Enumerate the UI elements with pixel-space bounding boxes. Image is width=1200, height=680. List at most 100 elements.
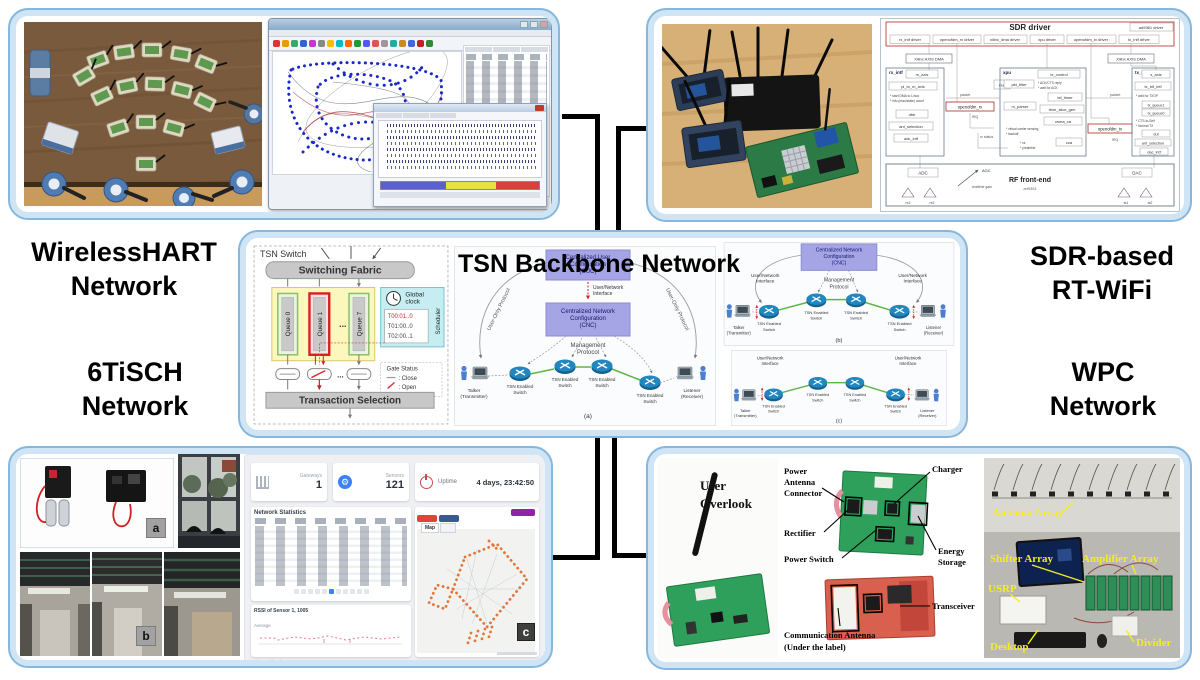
network-statistics-card: Network Statistics <box>251 507 411 601</box>
toolbar-icon[interactable] <box>273 40 280 47</box>
svg-text:(b): (b) <box>836 338 843 344</box>
svg-text:Storage: Storage <box>938 557 966 567</box>
svg-text:T00:01..0: T00:01..0 <box>388 314 414 320</box>
map-attribution <box>497 652 537 655</box>
menu-bar[interactable] <box>269 30 551 37</box>
map-action-pill[interactable] <box>511 509 535 516</box>
window-titlebar[interactable] <box>269 19 551 30</box>
toolbar-icon[interactable] <box>363 40 370 47</box>
toolbar-icon[interactable] <box>300 40 307 47</box>
svg-text:pkt_filter: pkt_filter <box>1011 82 1027 87</box>
svg-text:TSN Enabled: TSN Enabled <box>884 404 907 408</box>
close-icon[interactable] <box>535 105 544 111</box>
svg-text:TSN Enabled: TSN Enabled <box>589 377 616 382</box>
svg-text:dac_intf: dac_intf <box>1147 151 1161 155</box>
svg-text:IRQ: IRQ <box>1112 138 1119 142</box>
toolbar-icon[interactable] <box>345 40 352 47</box>
toolbar-icon[interactable] <box>309 40 316 47</box>
stats-pagination[interactable] <box>254 589 408 594</box>
svg-text:* backoff: * backoff <box>1006 132 1018 136</box>
svg-text:Shifter Array: Shifter Array <box>990 553 1054 565</box>
svg-text:(CUC): (CUC) <box>580 269 597 275</box>
svg-text:User/Network: User/Network <box>751 273 780 279</box>
svg-text:time_slice_gen: time_slice_gen <box>1049 107 1076 112</box>
svg-text:Protocol: Protocol <box>577 350 599 356</box>
svg-text:Antenna: Antenna <box>784 477 816 487</box>
panel-sdr-rtwifi: SDR driver ad9361 driver rx_intf driver … <box>646 8 1192 222</box>
svg-text:TSN Enabled: TSN Enabled <box>887 321 911 326</box>
svg-text:rx_parser: rx_parser <box>1012 104 1030 109</box>
svg-text:m_axis: m_axis <box>916 72 929 77</box>
svg-text:User/Network: User/Network <box>757 356 784 361</box>
svg-text:dut: dut <box>1153 133 1159 137</box>
svg-text:Configuration: Configuration <box>570 316 606 322</box>
toolbar-icon[interactable] <box>408 40 415 47</box>
6tisch-window-photo <box>178 454 240 548</box>
svg-text:ant_selection: ant_selection <box>899 124 923 129</box>
close-icon[interactable] <box>540 21 548 28</box>
maximize-icon[interactable] <box>530 21 538 28</box>
tsn-topology-c: User/Network Interface User/Network Inte… <box>731 350 947 426</box>
map-tab[interactable]: Map <box>421 523 439 533</box>
svg-text:(Receiver): (Receiver) <box>681 394 704 400</box>
map-card: Map c <box>415 507 539 657</box>
toolbar-icon[interactable] <box>372 40 379 47</box>
minimize-icon[interactable] <box>520 21 528 28</box>
connector-topright-v <box>616 126 621 232</box>
toolbar-icon[interactable] <box>336 40 343 47</box>
svg-text:User/Network: User/Network <box>898 273 927 279</box>
svg-text:: Close: : Close <box>398 376 417 382</box>
transceiver-board <box>824 575 936 641</box>
fpga-board <box>745 87 859 198</box>
toolbar-icon[interactable] <box>291 40 298 47</box>
svg-text:Charger: Charger <box>932 464 963 474</box>
svg-text:Transceiver: Transceiver <box>932 601 975 611</box>
toolbar-icon[interactable] <box>417 40 424 47</box>
svg-text:(a): (a) <box>584 413 592 420</box>
tsn-topology-a: User-Only Protocol User-Only Protocol Ce… <box>454 246 716 426</box>
svg-text:xpu: xpu <box>1003 70 1011 75</box>
subwindow-tabs[interactable] <box>374 112 546 119</box>
svg-text:Switch: Switch <box>810 316 822 321</box>
schedule-legend <box>380 181 540 190</box>
uptime-card: Uptime 4 days, 23:42:50 <box>415 463 539 501</box>
scheduler-subwindow <box>373 103 547 207</box>
subwindow-footer <box>380 192 540 198</box>
satellite-tab[interactable] <box>440 523 456 533</box>
map-filter-pill-blue[interactable] <box>439 515 459 522</box>
toolbar-icon[interactable] <box>399 40 406 47</box>
sdr-box-2 <box>681 77 747 169</box>
6tisch-deployment-photo-1 <box>20 552 90 656</box>
toolbar-icon[interactable] <box>282 40 289 47</box>
sensor-map[interactable] <box>417 529 535 653</box>
stats-table-rows <box>255 526 407 586</box>
map-filter-pill-red[interactable] <box>417 515 437 522</box>
sensor-gear-icon: ⚙ <box>338 475 352 489</box>
svg-text:* ACK/CTS reply: * ACK/CTS reply <box>1038 81 1062 85</box>
toolbar-icon[interactable] <box>381 40 388 47</box>
svg-text:Global: Global <box>405 291 424 298</box>
svg-text:cca: cca <box>1066 140 1073 145</box>
svg-text:Configuration: Configuration <box>570 262 606 268</box>
toolbar-icon[interactable] <box>426 40 433 47</box>
table-tabs[interactable] <box>464 46 549 53</box>
toolbar-icon[interactable] <box>318 40 325 47</box>
subwindow-titlebar[interactable] <box>374 104 546 112</box>
connector-bottomright-h <box>612 553 650 558</box>
toolbar-icon[interactable] <box>390 40 397 47</box>
svg-text:* cs: * cs <box>1020 141 1026 145</box>
toolbar-icon[interactable] <box>354 40 361 47</box>
power-board <box>833 470 929 556</box>
svg-text:ad9361: ad9361 <box>1023 186 1037 191</box>
svg-text:Interface: Interface <box>899 361 917 366</box>
svg-text:realtime gain: realtime gain <box>972 185 992 189</box>
svg-text:Queue 0: Queue 0 <box>285 311 292 336</box>
svg-text:Gate Status: Gate Status <box>387 367 418 373</box>
wpc-lab-photo: Antenna Array Shifter Array Amplifier Ar… <box>984 458 1180 658</box>
6tisch-mote-photo <box>20 458 174 548</box>
svg-text:openofdm_tx: openofdm_tx <box>1098 127 1123 132</box>
toolbar-icon[interactable] <box>327 40 334 47</box>
svg-text:Switch: Switch <box>558 383 572 388</box>
svg-text:Overlook: Overlook <box>700 496 753 511</box>
